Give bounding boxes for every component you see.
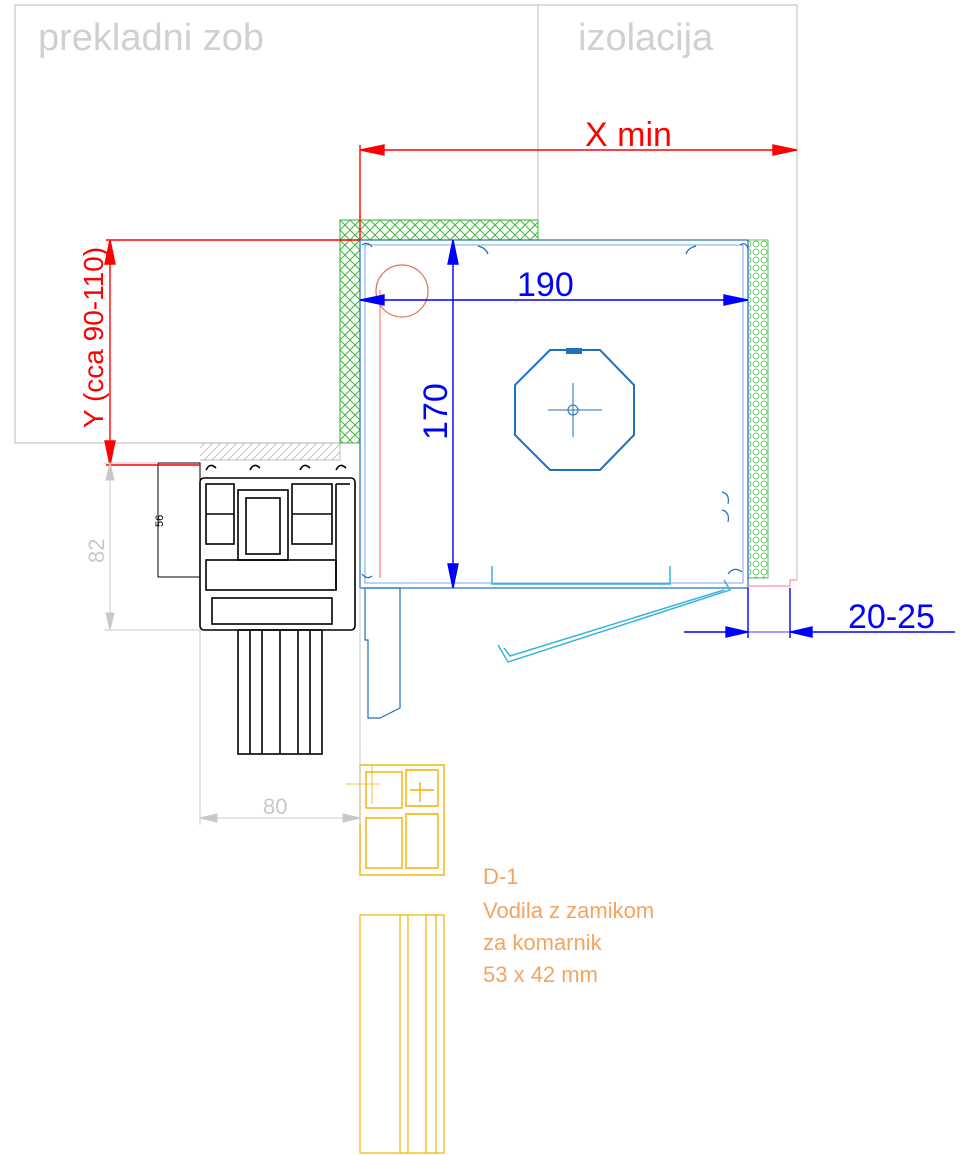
profile-line-3: 53 x 42 mm	[483, 962, 598, 987]
profile-line-1: Vodila z zamikom	[483, 898, 654, 923]
shutter-slats	[491, 566, 732, 663]
roller-key	[566, 348, 582, 354]
dim-56-label: 56	[154, 515, 166, 527]
insulation-honeycomb	[747, 239, 769, 579]
window-frame-profile	[199, 464, 356, 631]
dim-190-label: 190	[517, 266, 574, 304]
red-dimensions	[104, 144, 798, 466]
profile-code: D-1	[483, 864, 518, 889]
bottom-board	[364, 587, 401, 719]
roller-center-mark	[548, 383, 602, 437]
dim-82-label: 82	[84, 539, 109, 563]
dim-20-25-label: 20-25	[848, 598, 935, 636]
roller-octagon	[514, 349, 635, 471]
shutter-box	[359, 239, 749, 589]
lintel-plaster-hatch	[200, 443, 340, 460]
dim-80-label: 80	[263, 794, 287, 819]
lintel-label: prekladni zob	[38, 17, 264, 59]
grey-dimensions	[104, 462, 361, 825]
x-min-label: X min	[585, 116, 672, 154]
guide-rail-profile	[346, 764, 445, 876]
axle-circle	[375, 264, 429, 318]
window-sash-lower	[237, 629, 323, 755]
y-range-label: Y (cca 90-110)	[78, 247, 109, 428]
guide-rail-side-view	[359, 914, 445, 1154]
wall-outline	[14, 4, 798, 580]
profile-line-2: za komarnik	[483, 930, 603, 955]
blue-dimensions	[359, 239, 955, 638]
dim-170-label: 170	[417, 383, 455, 440]
insulation-label: izolacija	[578, 17, 714, 59]
dim-56-line	[158, 462, 200, 578]
wall-joint	[748, 579, 797, 587]
